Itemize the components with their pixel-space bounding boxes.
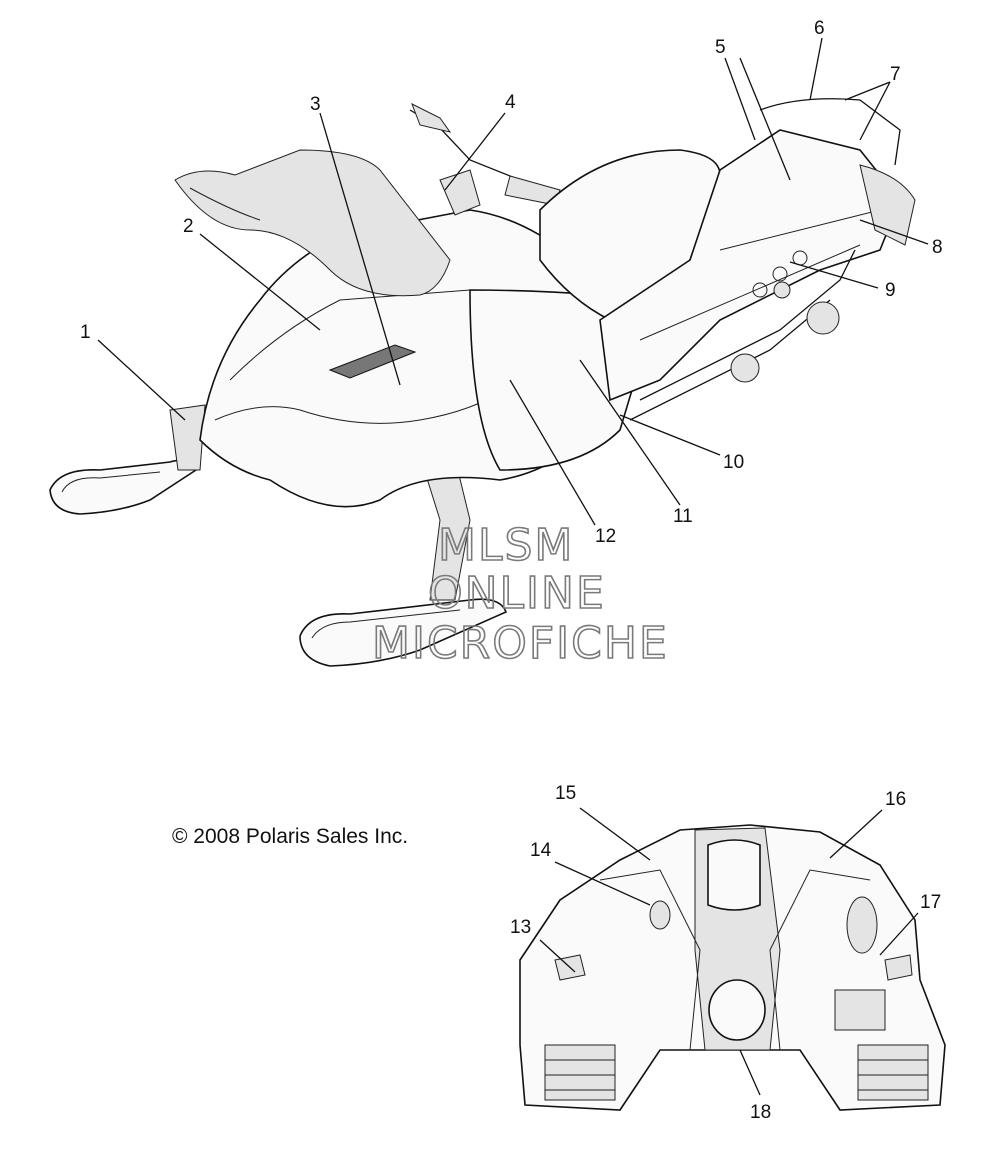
callout-18: 18 — [750, 1102, 771, 1123]
watermark-line-2: ONLINE — [428, 568, 606, 619]
front-view-drawing — [519, 824, 946, 1111]
copyright-text: © 2008 Polaris Sales Inc. — [172, 825, 408, 848]
callout-9: 9 — [885, 280, 896, 301]
callout-3: 3 — [310, 94, 321, 115]
snowmobile-drawing — [49, 98, 916, 667]
callout-6: 6 — [814, 18, 825, 39]
callout-13: 13 — [510, 917, 531, 938]
watermark: MLSM ONLINE MICROFICHE — [371, 519, 669, 670]
callout-2: 2 — [183, 216, 194, 237]
callout-labels: 1 2 3 4 5 6 7 8 9 10 11 12 13 14 15 16 1… — [80, 18, 943, 1123]
callout-10: 10 — [723, 452, 744, 473]
callout-11: 11 — [673, 506, 693, 527]
callout-14: 14 — [530, 840, 552, 861]
callout-17: 17 — [920, 892, 941, 913]
callout-7: 7 — [890, 64, 901, 85]
callout-5: 5 — [715, 37, 726, 58]
leader-lines-main — [97, 37, 929, 526]
callout-1: 1 — [80, 322, 91, 343]
callout-12: 12 — [595, 526, 616, 547]
callout-8: 8 — [932, 237, 943, 258]
leader-lines-front — [539, 807, 919, 1096]
callout-15: 15 — [555, 783, 576, 804]
watermark-line-3: MICROFICHE — [372, 618, 669, 669]
callout-16: 16 — [885, 789, 906, 810]
watermark-line-1: MLSM — [438, 520, 574, 571]
callout-4: 4 — [505, 92, 516, 113]
